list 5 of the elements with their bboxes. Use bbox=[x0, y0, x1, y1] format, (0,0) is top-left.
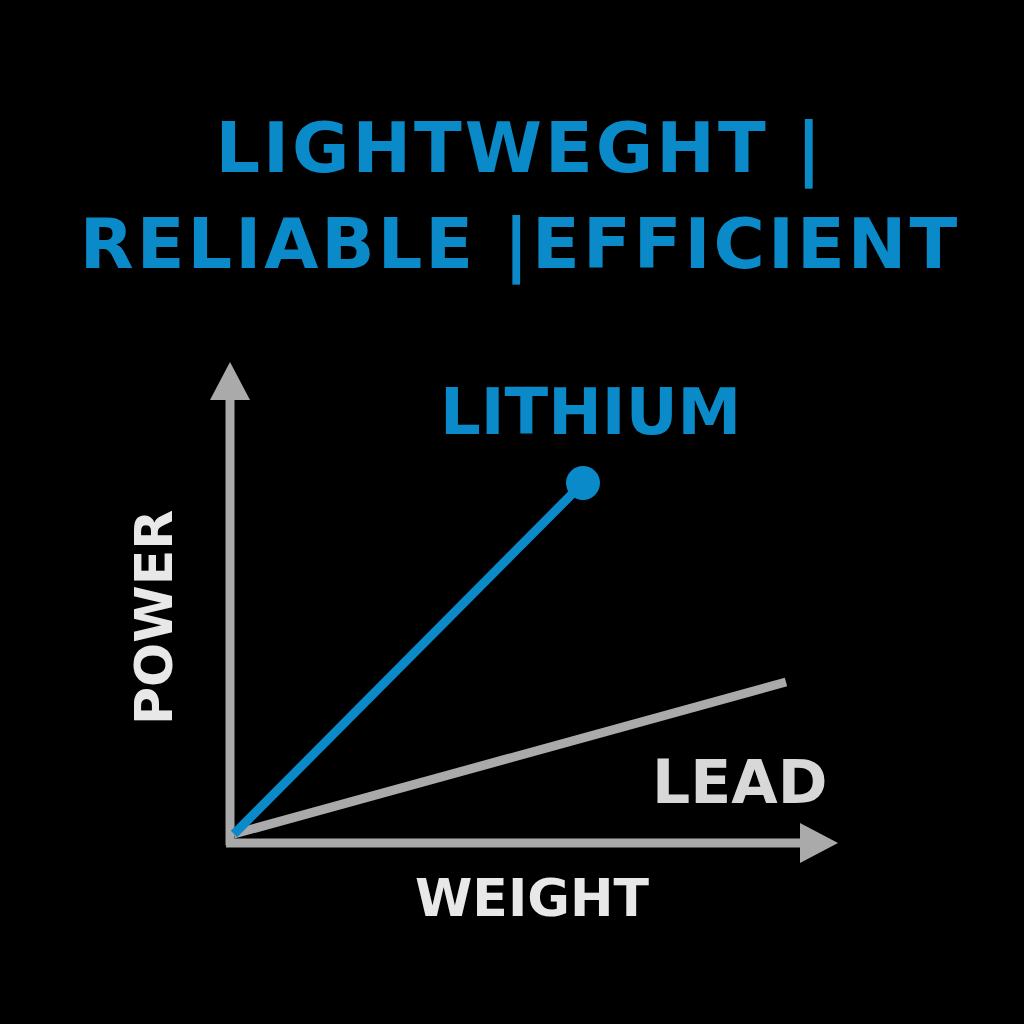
title: LIGHTWEGHT | RELIABLE |EFFICIENT bbox=[78, 106, 962, 287]
axis-label: WEIGHT bbox=[415, 872, 649, 924]
series-label: LITHIUM bbox=[440, 380, 742, 444]
axis-label: POWER bbox=[128, 509, 180, 725]
series-label: LEAD bbox=[652, 752, 828, 812]
